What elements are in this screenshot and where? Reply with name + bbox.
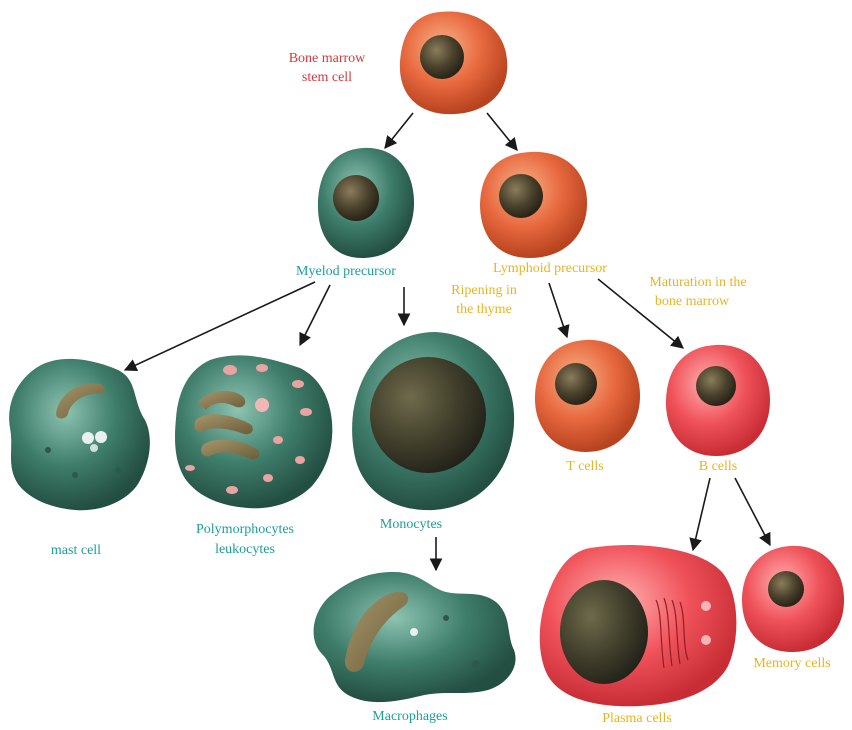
t-cell xyxy=(535,340,640,452)
mast-granule xyxy=(82,432,94,444)
mast-granule xyxy=(95,431,107,443)
arrow-myeloid-to-mast xyxy=(125,282,315,370)
macrophages-label: Macrophages xyxy=(372,709,447,724)
plasma-vacuole xyxy=(701,601,711,611)
plasma-nucleus xyxy=(560,580,648,684)
maturation-label-line2: bone marrow xyxy=(655,294,730,309)
t-cell-nucleus xyxy=(555,363,597,405)
lymphoid-label: Lymphoid precursor xyxy=(493,261,607,276)
myeloid-label: Myelod precursor xyxy=(296,264,396,279)
memory-cells-label: Memory cells xyxy=(753,656,830,671)
poly-granule xyxy=(295,456,305,464)
poly-granule xyxy=(255,398,269,412)
poly-granule xyxy=(292,380,304,388)
myeloid-precursor-cell xyxy=(318,148,414,258)
mast-granule xyxy=(72,472,78,478)
memory-cell-nucleus xyxy=(768,571,804,607)
arrow-bcell-to-plasma xyxy=(693,478,710,550)
arrow-bcell-to-memory xyxy=(735,478,770,545)
macrophage-vacuole xyxy=(410,628,418,636)
mast-cell-label: mast cell xyxy=(51,543,101,558)
macrophage-vacuole xyxy=(472,660,480,668)
arrow-stem-to-lymphoid xyxy=(487,113,517,150)
stem-cell-label-line2: stem cell xyxy=(302,70,352,85)
stem-cell xyxy=(400,12,507,115)
thyme-label-line1: Ripening in xyxy=(451,283,517,298)
polymorphocytes-label-line2: leukocytes xyxy=(215,542,275,557)
stem-cell-nucleus xyxy=(420,35,464,79)
b-cell-nucleus xyxy=(696,366,736,406)
stem-cell-label-line1: Bone marrow xyxy=(289,51,366,66)
polymorphocytes-label-line1: Polymorphocytes xyxy=(196,522,294,537)
poly-granule xyxy=(223,365,237,375)
t-cells-label: T cells xyxy=(566,459,603,474)
b-cell xyxy=(666,345,770,456)
mast-cell xyxy=(9,359,150,510)
myeloid-nucleus xyxy=(333,175,379,221)
macrophage-vacuole xyxy=(443,615,449,621)
macrophage-cell xyxy=(314,572,516,702)
poly-granule xyxy=(226,486,238,494)
poly-granule xyxy=(256,364,268,372)
monocyte-nucleus xyxy=(370,357,486,473)
poly-granule xyxy=(263,474,273,482)
poly-granule xyxy=(185,465,195,471)
maturation-label-line1: Maturation in the xyxy=(649,275,746,290)
plasma-cells-label: Plasma cells xyxy=(602,711,672,726)
plasma-cell xyxy=(540,545,737,706)
thyme-label-line2: the thyme xyxy=(456,302,512,317)
poly-granule xyxy=(273,436,283,444)
arrow-stem-to-myeloid xyxy=(385,113,413,148)
polymorphocyte-cell xyxy=(175,355,332,508)
mast-granule xyxy=(45,447,51,453)
arrow-myeloid-to-poly xyxy=(300,285,330,345)
monocyte-cell xyxy=(352,332,514,510)
arrow-lymphoid-to-tcell xyxy=(549,283,567,337)
memory-cell xyxy=(742,546,844,652)
b-cells-label: B cells xyxy=(699,459,738,474)
plasma-vacuole xyxy=(701,635,711,645)
mast-granule xyxy=(115,467,121,473)
mast-granule xyxy=(90,444,98,452)
poly-granule xyxy=(300,408,312,416)
lymphoid-precursor-cell xyxy=(480,152,587,258)
lymphoid-nucleus xyxy=(499,174,543,218)
monocytes-label: Monocytes xyxy=(380,517,442,532)
